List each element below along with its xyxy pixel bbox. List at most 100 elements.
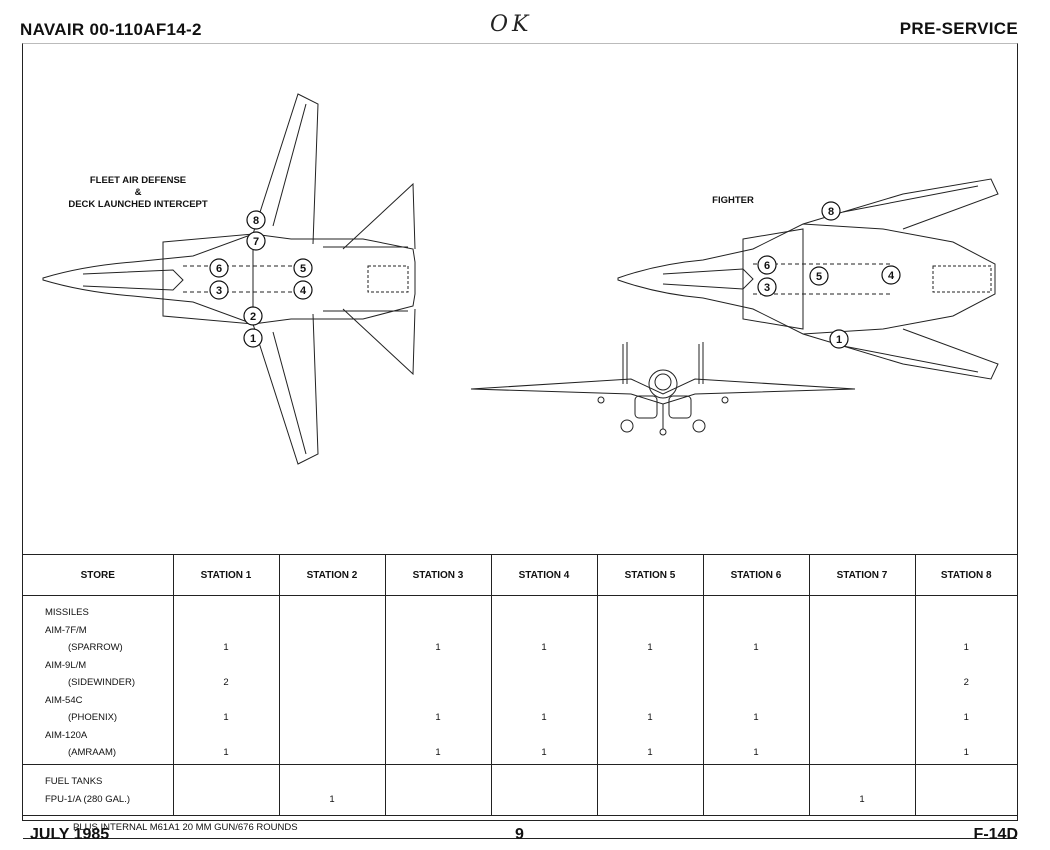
- station-quantity: [598, 622, 703, 640]
- station-quantity: [174, 622, 279, 640]
- station-quantity: [810, 727, 915, 745]
- station-quantity: [916, 727, 1018, 745]
- station-quantity: [810, 622, 915, 640]
- station-quantity: [280, 727, 385, 745]
- station-quantity: 1: [541, 712, 547, 723]
- station-quantity: [386, 657, 491, 675]
- station-quantity: [916, 657, 1018, 675]
- station-quantity: [280, 692, 385, 710]
- station-quantity: [704, 657, 809, 675]
- spacer: [492, 773, 597, 791]
- station-8-cell: [914, 764, 1018, 816]
- spacer: [386, 604, 491, 622]
- station-7-cell: [808, 595, 916, 765]
- column-header: STATION 4: [490, 554, 598, 596]
- station-quantity: [704, 622, 809, 640]
- spacer: [916, 773, 1018, 791]
- spacer: [810, 604, 915, 622]
- svg-text:1: 1: [250, 333, 256, 345]
- store-group-label: FUEL TANKS: [45, 776, 103, 787]
- station-quantity: [280, 622, 385, 640]
- aircraft-drawing: FLEET AIR DEFENSE & DECK LAUNCHED INTERC…: [23, 44, 1019, 554]
- spacer: [492, 604, 597, 622]
- store-group-label: MISSILES: [45, 607, 89, 618]
- station-quantity: [492, 657, 597, 675]
- station-8-marker-right: 8: [821, 201, 841, 221]
- station-quantity: [916, 791, 1018, 809]
- aircraft-front-view: [470, 342, 856, 436]
- station-quantity: 1: [541, 642, 547, 653]
- station-quantity: 1: [647, 642, 653, 653]
- store-loading-table: STORE STATION 1 STATION 2 STATION 3 STAT…: [23, 554, 1017, 839]
- spacer: [704, 773, 809, 791]
- svg-text:4: 4: [888, 270, 895, 282]
- station-quantity: 1: [541, 747, 547, 758]
- store-label: (AMRAAM): [68, 747, 117, 758]
- station-2-cell: [278, 595, 386, 765]
- note-row: PLUS INTERNAL M61A1 20 MM GUN/676 ROUNDS: [23, 815, 1017, 839]
- station-quantity: [492, 727, 597, 745]
- footer-date: JULY 1985: [30, 826, 110, 843]
- station-3-marker-right: 3: [757, 277, 777, 297]
- fleet-air-defense-label: FLEET AIR DEFENSE & DECK LAUNCHED INTERC…: [68, 175, 208, 210]
- station-quantity: [280, 709, 385, 727]
- station-quantity: [810, 657, 915, 675]
- svg-text:6: 6: [216, 263, 222, 275]
- station-4-cell: 1 1 1: [490, 595, 598, 765]
- station-quantity: 1: [435, 747, 441, 758]
- station-quantity: [810, 674, 915, 692]
- station-quantity: [704, 727, 809, 745]
- svg-text:3: 3: [216, 285, 222, 297]
- page-frame: FLEET AIR DEFENSE & DECK LAUNCHED INTERC…: [22, 43, 1019, 839]
- spacer: [280, 773, 385, 791]
- station-quantity: 2: [223, 677, 229, 688]
- spacer: [174, 604, 279, 622]
- station-quantity: 1: [859, 793, 865, 805]
- station-1-marker-left: 1: [243, 328, 263, 348]
- handwritten-ok-mark: OK: [490, 12, 533, 37]
- station-quantity: 1: [963, 642, 969, 653]
- page-number: 9: [515, 826, 524, 843]
- station-markers: 8 7 6 3 5 4 2 1 8 6 3 5 4 1: [209, 201, 901, 349]
- svg-text:1: 1: [836, 334, 842, 346]
- station-quantity: [598, 674, 703, 692]
- spacer: [598, 773, 703, 791]
- table-header-row: STORE STATION 1 STATION 2 STATION 3 STAT…: [23, 554, 1017, 596]
- station-quantity: [280, 657, 385, 675]
- aircraft-top-view-wings-swept: [617, 178, 999, 380]
- store-label: AIM-9L/M: [45, 659, 87, 671]
- store-label: AIM-120A: [45, 729, 88, 741]
- station-quantity: [492, 674, 597, 692]
- station-4-marker-left: 4: [293, 280, 313, 300]
- station-7-cell: 1: [808, 764, 916, 816]
- station-quantity: 1: [647, 712, 653, 723]
- document-id: NAVAIR 00-110AF14-2: [20, 20, 202, 39]
- station-quantity: [174, 791, 279, 809]
- station-4-cell: [490, 764, 598, 816]
- gun-note: PLUS INTERNAL M61A1 20 MM GUN/676 ROUNDS: [23, 815, 1017, 839]
- aircraft-top-view-wings-extended: [42, 93, 416, 465]
- station-quantity: 1: [223, 642, 229, 653]
- station-quantity: [598, 791, 703, 809]
- store-label: AIM-54C: [45, 694, 83, 706]
- station-quantity: [598, 692, 703, 710]
- column-header: STATION 1: [172, 554, 280, 596]
- station-2-cell: 1: [278, 764, 386, 816]
- station-quantity: 1: [753, 642, 759, 653]
- station-quantity: 1: [223, 712, 229, 723]
- station-1-cell: [172, 764, 280, 816]
- station-quantity: [280, 744, 385, 762]
- station-4-marker-right: 4: [881, 265, 901, 285]
- station-6-marker-right: 6: [757, 255, 777, 275]
- station-quantity: [386, 727, 491, 745]
- aircraft-model: F-14D: [973, 826, 1018, 843]
- svg-text:4: 4: [300, 285, 307, 297]
- column-header: STATION 8: [914, 554, 1017, 596]
- station-quantity: [280, 639, 385, 657]
- station-3-marker-left: 3: [209, 280, 229, 300]
- station-quantity: [810, 709, 915, 727]
- svg-text:5: 5: [300, 263, 306, 275]
